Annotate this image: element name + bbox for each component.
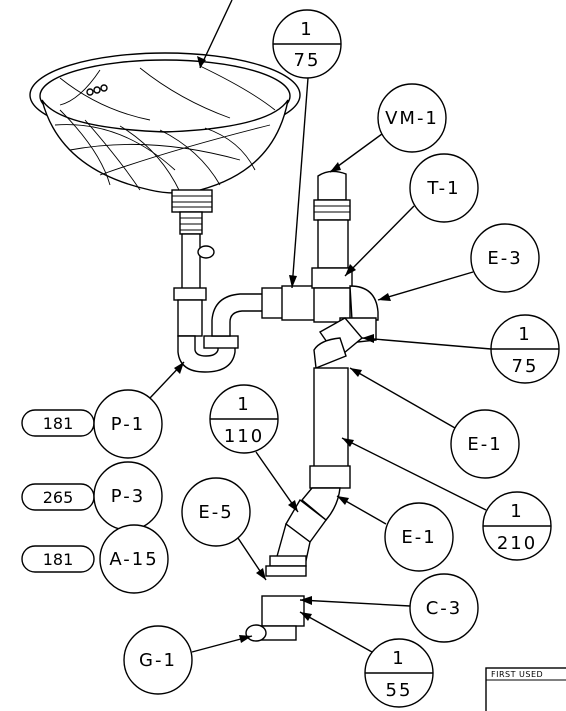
p-trap	[177, 285, 317, 373]
callout-pipe-size-mid: 1 75	[361, 314, 560, 384]
svg-text:VM-1: VM-1	[385, 108, 439, 129]
svg-text:1: 1	[300, 19, 313, 40]
callout-p1: 181 P-1	[21, 361, 185, 459]
callout-e1-upper: E-1	[349, 367, 520, 479]
callout-c3: C-3	[299, 573, 479, 643]
callout-e1-lower: E-1	[336, 495, 454, 572]
callout-pipe-size-110: 1 110	[209, 384, 299, 513]
svg-text:E-3: E-3	[487, 248, 522, 269]
callout-pipe-size-210: 1 210	[341, 437, 552, 561]
svg-text:181: 181	[43, 414, 74, 433]
svg-text:210: 210	[497, 533, 537, 554]
svg-text:A-15: A-15	[109, 549, 158, 570]
vent-stack	[245, 170, 379, 642]
svg-text:75: 75	[294, 50, 321, 71]
svg-text:T-1: T-1	[426, 178, 460, 199]
svg-text:E-5: E-5	[198, 502, 233, 523]
callout-p3: 265 P-3	[21, 461, 163, 531]
callout-a15: 181 A-15	[21, 524, 169, 594]
svg-text:P-1: P-1	[111, 414, 145, 435]
callout-t1: T-1	[344, 153, 479, 277]
callout-pipe-size-55: 1 55	[299, 611, 434, 708]
svg-text:E-1: E-1	[401, 527, 436, 548]
callout-pipe-size-top: 1 75	[272, 9, 342, 289]
svg-text:1: 1	[518, 324, 531, 345]
callout-e3: E-3	[377, 223, 540, 301]
title-block: FIRST USED	[485, 667, 566, 711]
callout-vm1: VM-1	[329, 83, 447, 173]
svg-text:C-3: C-3	[426, 598, 463, 619]
svg-text:P-3: P-3	[111, 486, 145, 507]
callout-g1: G-1	[123, 625, 253, 695]
drain-tailpiece	[171, 189, 215, 337]
svg-text:265: 265	[43, 488, 74, 507]
svg-text:G-1: G-1	[139, 650, 177, 671]
svg-text:1: 1	[510, 501, 523, 522]
svg-text:75: 75	[512, 356, 539, 377]
callout-e5: E-5	[181, 477, 267, 581]
svg-text:55: 55	[386, 680, 413, 701]
svg-text:1: 1	[392, 648, 405, 669]
sink-basin	[29, 0, 301, 194]
svg-text:110: 110	[224, 426, 264, 447]
svg-text:FIRST USED: FIRST USED	[491, 670, 543, 679]
svg-text:E-1: E-1	[467, 434, 502, 455]
svg-text:1: 1	[237, 394, 250, 415]
svg-text:181: 181	[43, 550, 74, 569]
